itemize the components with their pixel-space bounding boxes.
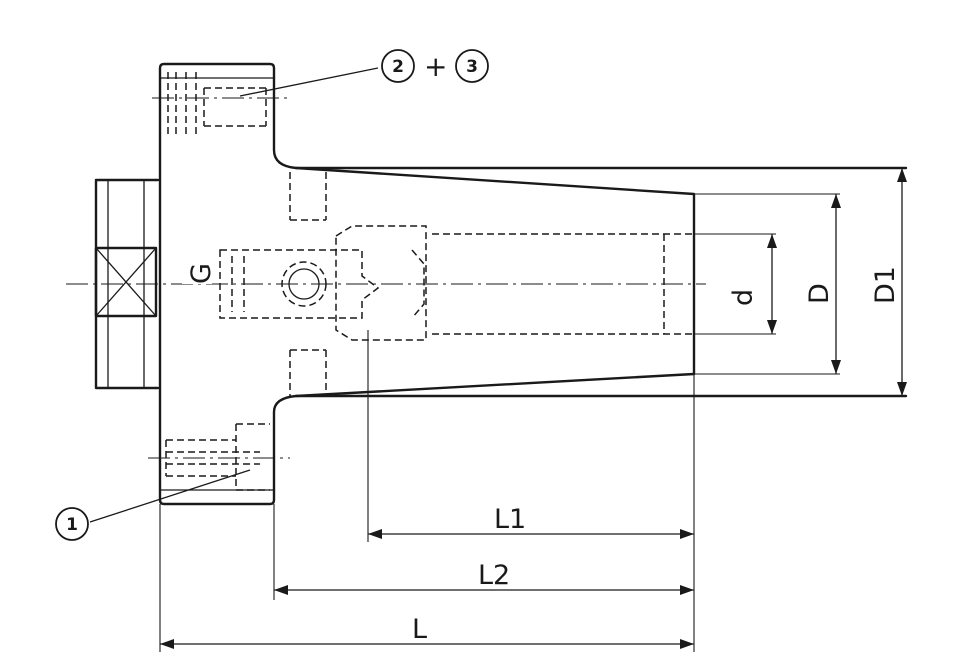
extension-lines [159,193,840,652]
callout-1: 1 [55,469,251,541]
callout-number-1: 1 [66,515,78,535]
label-L1: L1 [494,504,526,535]
hidden-features [165,72,694,491]
callout-circle-2 [381,49,415,83]
callout-2-3: 2 + 3 [239,49,489,97]
label-L: L [412,614,427,645]
label-D: D [804,283,835,304]
callout-plus: + [424,50,447,83]
callout-number-2: 2 [392,57,404,77]
dimension-lines [160,168,907,649]
holder-body [94,62,908,506]
callout-circle-3 [455,49,489,83]
label-D1: D1 [870,266,901,304]
label-G: G [186,263,217,284]
callout-circle-1 [55,507,89,541]
flange [158,62,908,502]
dimension-labels: L1 L2 L d D D1 G [182,254,901,645]
callout-number-3: 3 [466,57,478,77]
square-drive [94,246,158,318]
label-L2: L2 [478,560,510,591]
label-d: d [728,289,759,306]
tapered-nose [294,166,696,398]
centre-lines [66,97,706,459]
